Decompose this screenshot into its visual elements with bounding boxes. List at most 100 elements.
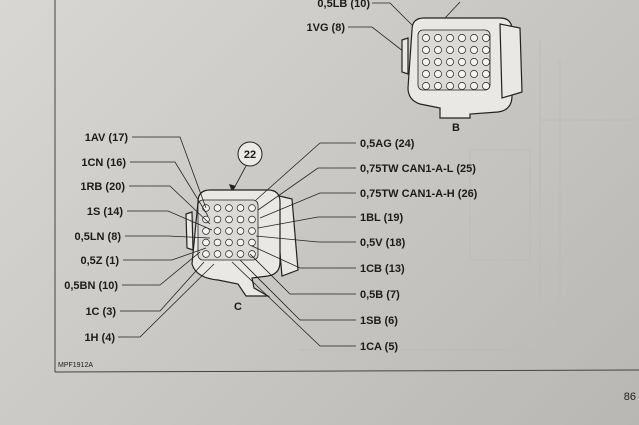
pin-hole (225, 215, 233, 224)
leader-line (259, 192, 356, 219)
pin-hole (248, 227, 256, 235)
connector-c-pin-label: 1S (14) (87, 206, 123, 218)
connector-c-pin-label: 1CA (5) (360, 341, 398, 353)
page-frame (54, 0, 639, 373)
pin-hole (470, 82, 478, 90)
pin-hole (236, 204, 245, 212)
page-number: 86 (624, 391, 636, 403)
pin-hole (213, 204, 222, 212)
pin-hole (248, 250, 256, 258)
pin-hole (446, 34, 454, 42)
pin-hole (434, 46, 442, 54)
connector-c-pin-label: 1CN (16) (81, 157, 126, 169)
pin-hole (248, 204, 256, 212)
pin-hole (458, 70, 466, 78)
connector-b-pin-label: 1VG (8) (306, 22, 345, 34)
pin-hole (434, 58, 442, 66)
connector-c-pin-label: 0,75TW CAN1-A-H (26) (360, 188, 478, 200)
pin-hole (470, 70, 478, 78)
connector-c-pin-label: 1AV (17) (85, 132, 129, 144)
pin-hole (248, 238, 256, 247)
pin-hole (236, 238, 245, 247)
connector-c-pin-label: 1BL (19) (360, 212, 404, 224)
leader-line (132, 136, 207, 209)
connector-c-pin-label: 0,5LN (8) (75, 231, 122, 243)
connector-c-pin-label: 0,5Z (1) (80, 255, 119, 267)
connector-b-letter: B (452, 122, 460, 134)
callout-arrowhead (229, 184, 236, 192)
callout-number: 22 (244, 149, 256, 161)
pin-hole (434, 70, 442, 78)
connector-c-pin-label: 0,5B (7) (360, 289, 400, 301)
pin-hole (248, 215, 256, 224)
leader-line (251, 245, 356, 269)
leader-line (125, 235, 211, 239)
pin-hole (470, 34, 478, 42)
pin-hole (434, 82, 442, 90)
pin-hole (236, 227, 245, 235)
pin-hole (458, 58, 466, 66)
pin-hole (236, 215, 245, 224)
leader-line (130, 161, 209, 217)
leader-line (123, 247, 207, 261)
connector-c-pin-label: 1H (4) (84, 332, 115, 344)
pin-hole (482, 82, 490, 90)
pin-hole (213, 227, 222, 235)
pin-hole (225, 250, 233, 258)
leader-line (127, 210, 213, 231)
pin-hole (236, 250, 245, 258)
connector-b-pin-label: 0,5LB (10) (317, 0, 370, 10)
pin-hole (470, 46, 478, 54)
connector-c-leader-lines (118, 136, 356, 347)
connector-c-right-labels: 0,5AG (24) 0,75TW CAN1-A-L (25) 0,75TW C… (360, 138, 478, 353)
connector-b: 0,5LB (10) 1VG (8) B (306, 0, 523, 134)
pin-hole (225, 238, 233, 247)
pin-hole (422, 34, 430, 42)
connector-c-pin-label: 0,5AG (24) (360, 138, 415, 150)
connector-c-pin-label: 0,75TW CAN1-A-L (25) (360, 163, 476, 175)
leader-line (239, 259, 356, 321)
connector-c-pin-label: 1SB (6) (360, 315, 398, 327)
pin-hole (202, 250, 210, 258)
connector-c: 22 1AV (17) 1CN (16) 1RB (20) 1S (14) 0,… (64, 132, 477, 353)
leader-line (120, 261, 205, 312)
callout-circle (237, 141, 263, 167)
figure-code: MPF1912A (58, 362, 93, 369)
pin-hole (458, 34, 466, 42)
leader-line (257, 216, 356, 229)
connector-c-left-labels: 1AV (17) 1CN (16) 1RB (20) 1S (14) 0,5LN… (64, 132, 128, 344)
leader-line (118, 263, 215, 338)
leader-line (122, 251, 201, 286)
connector-c-letter: C (234, 301, 242, 313)
background-schematic (300, 40, 639, 351)
pin-hole (202, 215, 210, 224)
pin-hole (446, 82, 454, 90)
pin-hole (446, 46, 454, 54)
leader-line (231, 261, 356, 347)
pin-hole (446, 58, 454, 66)
connector-c-pin-label: 1C (3) (85, 306, 116, 318)
pin-hole (482, 46, 490, 54)
pin-hole (470, 58, 478, 66)
leader-line (255, 142, 356, 201)
pin-hole (213, 215, 222, 224)
leader-line (249, 253, 356, 295)
leader-line (257, 167, 356, 211)
pin-hole (225, 227, 233, 235)
connector-c-pin-grid (197, 199, 259, 261)
leader-line (255, 235, 356, 243)
pin-hole (482, 34, 490, 42)
connector-c-pin-label: 1RB (20) (80, 181, 125, 193)
leader-line (129, 185, 211, 225)
pin-hole (422, 46, 430, 54)
connector-b-pin-grid (417, 29, 491, 91)
pin-hole (213, 238, 222, 247)
pin-hole (202, 238, 210, 247)
pin-hole (225, 204, 233, 212)
pin-hole (458, 82, 466, 90)
connector-c-pin-label: 0,5BN (10) (64, 280, 118, 292)
pin-hole (422, 82, 430, 90)
pin-hole (482, 70, 490, 78)
